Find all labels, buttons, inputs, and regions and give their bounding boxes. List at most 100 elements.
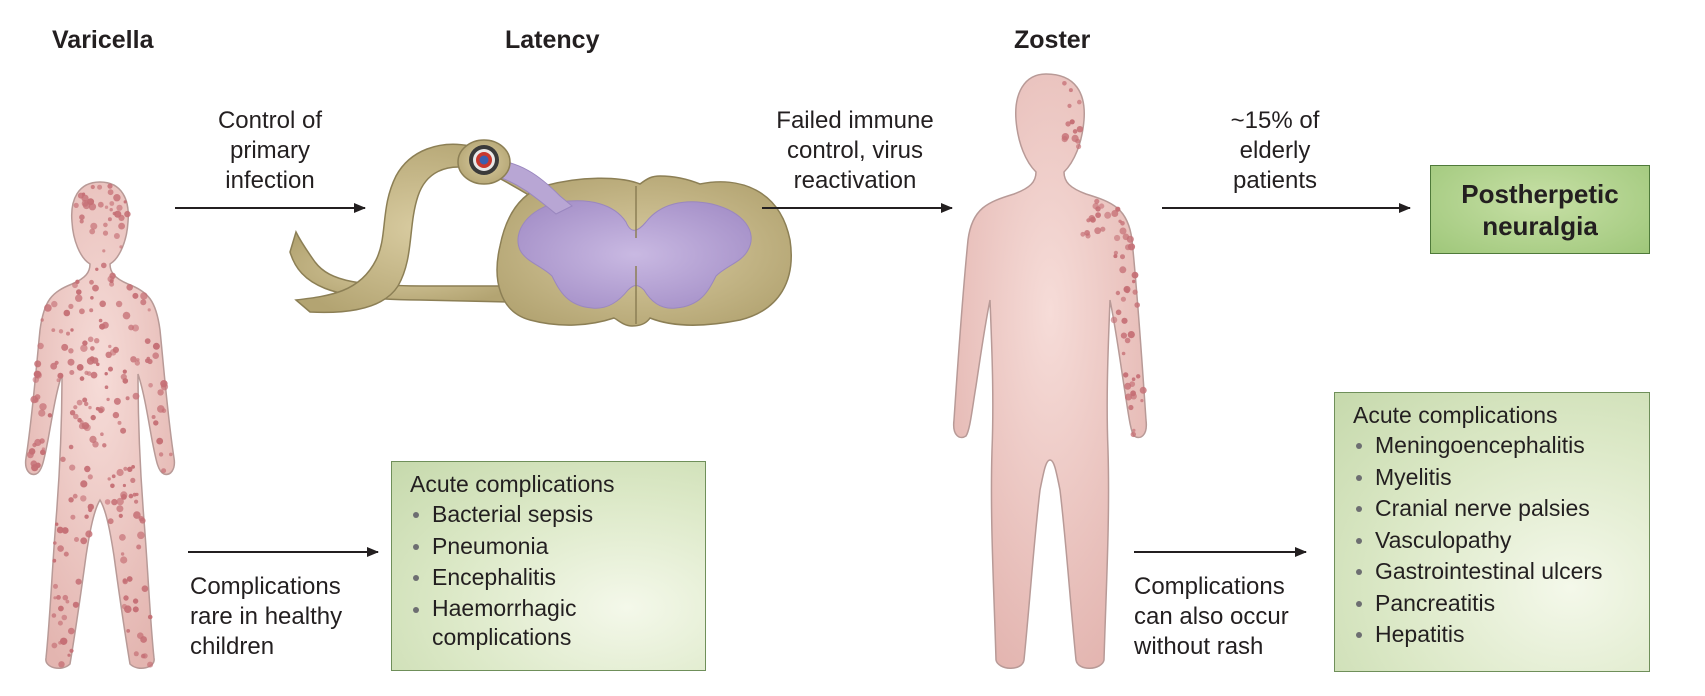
rash-lesion xyxy=(131,465,136,469)
rash-lesion xyxy=(1062,81,1067,86)
rash-lesion xyxy=(61,343,69,351)
heading-latency: Latency xyxy=(505,26,600,54)
rash-lesion xyxy=(54,360,59,365)
rash-lesion xyxy=(51,613,57,618)
list-item: Haemorrhagic complications xyxy=(410,594,705,654)
rash-lesion xyxy=(1115,309,1122,316)
rash-lesion xyxy=(122,369,127,374)
rash-lesion xyxy=(144,338,151,344)
adult-lesions xyxy=(1061,81,1147,438)
rash-lesion xyxy=(104,385,109,390)
list-item-label: Hepatitis xyxy=(1375,621,1465,647)
list-item-label: Pancreatitis xyxy=(1375,589,1496,616)
rash-lesion xyxy=(1128,404,1134,411)
rash-lesion xyxy=(79,308,85,315)
rash-lesion xyxy=(1123,285,1131,293)
rash-lesion xyxy=(68,444,74,450)
rash-lesion xyxy=(120,556,128,564)
rash-lesion xyxy=(90,346,95,351)
rash-lesion xyxy=(65,599,70,604)
rash-lesion xyxy=(27,451,34,459)
rash-lesion xyxy=(69,464,76,471)
caption-reactivation: Failed immune control, virus reactivatio… xyxy=(776,107,934,194)
rash-lesion xyxy=(81,200,89,207)
rash-lesion xyxy=(86,371,92,376)
rash-lesion xyxy=(84,401,89,407)
caption-varicella-complications: Complications rare in healthy children xyxy=(190,573,343,660)
rash-lesion xyxy=(104,205,109,209)
rash-lesion xyxy=(132,606,139,613)
list-item-label: Haemorrhagic complications xyxy=(432,594,577,650)
rash-lesion xyxy=(97,184,103,190)
rash-lesion xyxy=(56,378,61,383)
rash-lesion xyxy=(130,477,136,483)
rash-lesion xyxy=(69,370,75,375)
rash-lesion xyxy=(70,514,76,520)
rash-lesion xyxy=(1130,431,1137,438)
rash-lesion xyxy=(127,466,133,472)
rash-lesion xyxy=(1085,233,1091,239)
rash-lesion xyxy=(1134,302,1140,308)
rash-lesion xyxy=(116,497,124,506)
rash-lesion xyxy=(126,284,133,291)
rash-lesion xyxy=(1076,126,1084,133)
outcome-label-line: Postherpetic xyxy=(1461,178,1619,209)
bullet-icon xyxy=(413,512,419,518)
rash-lesion xyxy=(104,372,108,376)
child-lesions xyxy=(27,183,173,668)
rash-lesion xyxy=(1132,428,1136,432)
rash-lesion xyxy=(89,228,96,235)
rash-lesion xyxy=(1119,227,1127,235)
list-item: Vasculopathy xyxy=(1353,525,1649,557)
rash-lesion xyxy=(73,413,79,420)
rash-lesion xyxy=(122,578,128,585)
bullet-icon xyxy=(1356,474,1362,481)
rash-lesion xyxy=(109,281,115,287)
rash-lesion xyxy=(158,452,164,457)
rash-lesion xyxy=(34,360,42,368)
rash-lesion xyxy=(58,661,65,668)
rash-lesion xyxy=(82,340,88,346)
rash-lesion xyxy=(1124,382,1132,390)
rash-lesion xyxy=(1111,210,1119,217)
rash-lesion xyxy=(53,541,57,545)
rash-lesion xyxy=(39,403,47,411)
rash-lesion xyxy=(53,583,58,589)
rash-lesion xyxy=(1132,289,1138,295)
rash-lesion xyxy=(146,356,151,361)
list-item-label: Gastrointestinal ulcers xyxy=(1375,558,1603,584)
rash-lesion xyxy=(95,267,99,271)
rash-lesion xyxy=(80,344,88,352)
rash-lesion xyxy=(109,208,113,212)
rash-lesion xyxy=(58,329,64,334)
rash-lesion xyxy=(134,360,140,366)
rash-lesion xyxy=(60,637,68,645)
rash-lesion xyxy=(147,661,154,668)
adult-body xyxy=(952,73,1148,669)
rash-lesion xyxy=(44,304,52,312)
list-item: Bacterial sepsis xyxy=(410,499,705,531)
rash-lesion xyxy=(1120,254,1125,260)
rash-lesion xyxy=(125,396,130,401)
caption-zoster-complications: Complications can also occur without ras… xyxy=(1134,573,1289,660)
rash-lesion xyxy=(1098,203,1105,209)
rash-lesion xyxy=(111,474,116,479)
bullet-icon xyxy=(413,543,419,550)
rash-lesion xyxy=(147,308,151,312)
rash-lesion xyxy=(115,300,123,308)
rash-lesion xyxy=(122,483,126,488)
rash-lesion xyxy=(80,537,88,545)
bullet-icon xyxy=(1356,537,1362,544)
rash-lesion xyxy=(79,376,85,381)
rash-lesion xyxy=(87,336,94,343)
rash-lesion xyxy=(120,427,127,434)
bullet-icon xyxy=(413,575,419,581)
rash-lesion xyxy=(107,217,112,222)
caption-primary-control: Control of primary infection xyxy=(217,107,323,194)
rash-lesion xyxy=(107,477,111,481)
rash-lesion xyxy=(73,202,79,208)
rash-lesion xyxy=(53,596,57,600)
rash-lesion xyxy=(122,311,131,320)
